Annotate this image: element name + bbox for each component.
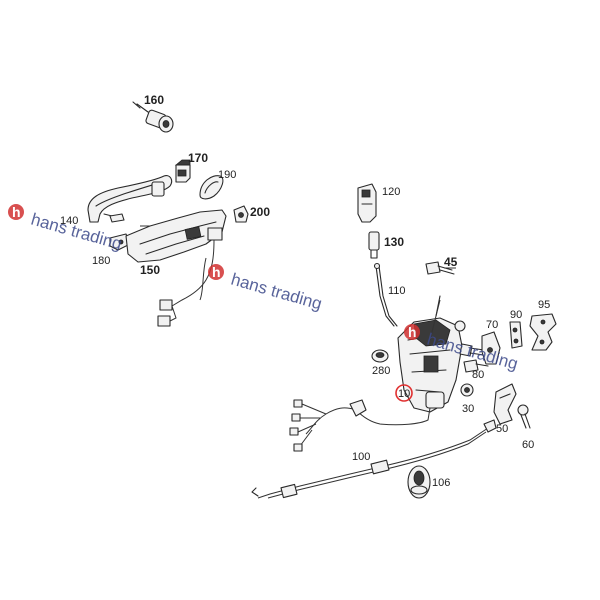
- part-110-push-rod[interactable]: [373, 262, 398, 327]
- svg-text:h: h: [12, 204, 21, 220]
- part-170-bracket[interactable]: [174, 159, 191, 183]
- part-160-lock-cylinder[interactable]: [132, 101, 174, 133]
- part-120-cap[interactable]: [357, 183, 377, 223]
- part-labels: 160 170 190 200 140 180 150 120 130 45 1…: [60, 93, 550, 489]
- label-150: 150: [140, 263, 160, 277]
- part-130-sleeve[interactable]: [368, 231, 380, 259]
- label-45: 45: [444, 255, 458, 269]
- leader-lines: [140, 225, 456, 341]
- watermark-text-2: hans trading: [229, 270, 324, 314]
- label-280: 280: [372, 365, 390, 377]
- svg-text:h: h: [408, 324, 417, 340]
- lock-mount-screw[interactable]: [459, 343, 485, 357]
- label-120: 120: [382, 186, 400, 198]
- part-180-clip[interactable]: [109, 233, 131, 251]
- highlight-ring: [395, 384, 413, 402]
- part-106-grommet[interactable]: [407, 465, 431, 499]
- label-100: 100: [352, 451, 370, 463]
- label-130: 130: [384, 235, 404, 249]
- part-10-door-lock[interactable]: [355, 295, 466, 426]
- label-106: 106: [432, 477, 450, 489]
- part-50-striker[interactable]: [493, 383, 517, 425]
- part-280-grommet[interactable]: [371, 349, 389, 363]
- part-200-clip[interactable]: [233, 205, 249, 223]
- label-190: 190: [218, 169, 236, 181]
- label-70: 70: [486, 319, 498, 331]
- part-60-bolt[interactable]: [517, 404, 531, 429]
- label-160: 160: [144, 93, 164, 107]
- label-95: 95: [538, 299, 550, 311]
- label-110: 110: [388, 285, 406, 297]
- svg-text:h: h: [212, 264, 221, 280]
- part-90-plate[interactable]: [509, 321, 523, 349]
- hans-trading-logo-icon: h: [208, 264, 224, 280]
- part-100-bowden-cable[interactable]: [251, 419, 497, 499]
- label-170: 170: [188, 151, 208, 165]
- watermark: h hans trading h hans trading h hans tra…: [8, 204, 520, 374]
- label-200: 200: [250, 205, 270, 219]
- hans-trading-logo-icon: h: [404, 324, 420, 340]
- part-150-handle-carrier[interactable]: [125, 209, 227, 327]
- label-10: 10: [398, 388, 410, 400]
- part-45-screw[interactable]: [425, 261, 455, 275]
- part-190-cover[interactable]: [199, 175, 224, 200]
- label-140: 140: [60, 215, 78, 227]
- label-180: 180: [92, 255, 110, 267]
- part-30-screw[interactable]: [460, 383, 474, 397]
- label-60: 60: [522, 439, 534, 451]
- hans-trading-logo-icon: h: [8, 204, 24, 220]
- part-140-outer-handle[interactable]: [87, 175, 173, 223]
- part-95-plate[interactable]: [529, 313, 557, 351]
- label-80: 80: [472, 369, 484, 381]
- part-80-screw[interactable]: [463, 359, 489, 373]
- label-50: 50: [496, 423, 508, 435]
- label-30: 30: [462, 403, 474, 415]
- label-90: 90: [510, 309, 522, 321]
- part-70-bracket[interactable]: [481, 331, 501, 365]
- wiring-harness[interactable]: [289, 399, 367, 452]
